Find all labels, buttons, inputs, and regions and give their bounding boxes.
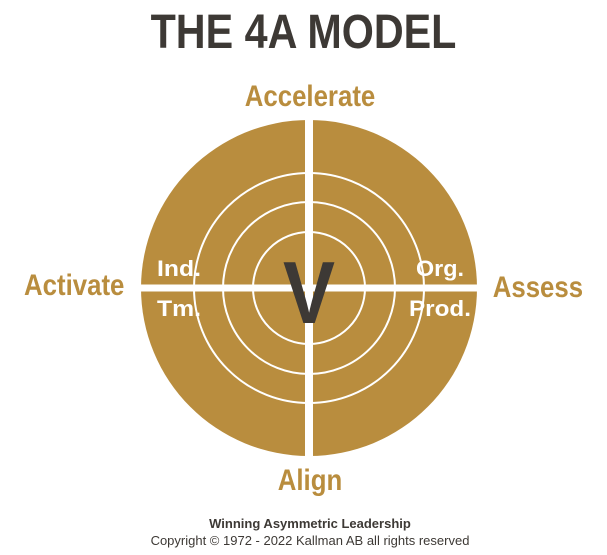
center-letter: V bbox=[283, 243, 335, 342]
label-accelerate: Accelerate bbox=[244, 80, 376, 113]
inner-label-prod: Prod. bbox=[409, 296, 471, 321]
label-align: Align bbox=[277, 464, 343, 497]
horizontal-divider bbox=[138, 284, 480, 292]
label-activate: Activate bbox=[24, 269, 125, 302]
footer-copyright: Copyright © 1972 - 2022 Kallman AB all r… bbox=[150, 533, 470, 548]
inner-label-tm: Tm. bbox=[157, 296, 201, 321]
footer-title: Winning Asymmetric Leadership bbox=[209, 516, 411, 531]
inner-label-org: Org. bbox=[416, 256, 464, 281]
diagram-title: THE 4A MODEL bbox=[150, 6, 457, 59]
label-assess: Assess bbox=[492, 271, 583, 304]
inner-label-ind: Ind. bbox=[157, 256, 201, 281]
